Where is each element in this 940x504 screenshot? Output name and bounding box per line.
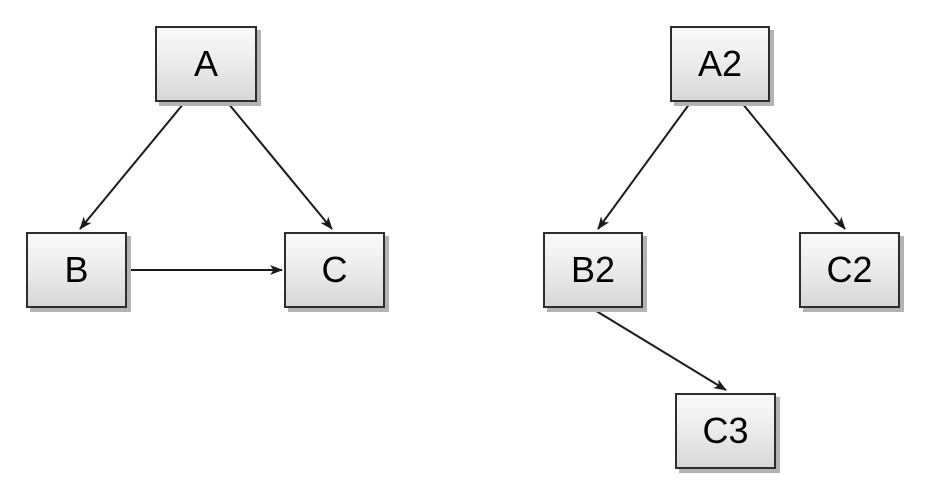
node-A: A — [155, 26, 257, 102]
node-C3-label: C3 — [702, 410, 749, 451]
node-B2: B2 — [543, 232, 643, 308]
node-B: B — [26, 232, 127, 308]
edge-B2-C3 — [592, 308, 727, 391]
node-C2: C2 — [799, 232, 900, 308]
node-C2-label: C2 — [826, 249, 873, 290]
edge-A-B — [79, 102, 185, 230]
node-A-label: A — [193, 43, 218, 84]
node-C: C — [284, 232, 385, 308]
edge-A-C — [227, 102, 333, 230]
node-C3: C3 — [675, 393, 776, 469]
node-B2-label: B2 — [570, 249, 616, 290]
node-A2-label: A2 — [697, 43, 743, 84]
node-B-label: B — [64, 249, 89, 290]
node-C-label: C — [321, 249, 348, 290]
edge-A2-B2 — [597, 102, 691, 230]
node-A2: A2 — [670, 26, 770, 102]
edge-A2-C2 — [741, 102, 846, 230]
